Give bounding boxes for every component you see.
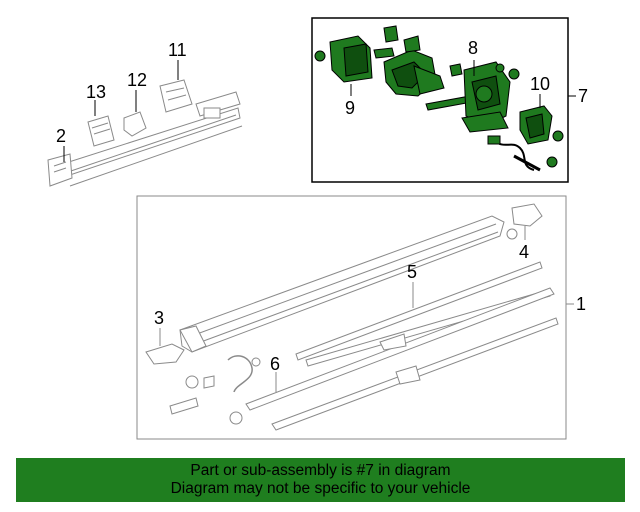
callout-12: 12 <box>127 70 147 90</box>
part-11-clip <box>159 79 193 113</box>
running-board <box>179 215 505 353</box>
upper-rail-group <box>47 91 243 187</box>
callout-6: 6 <box>270 354 280 374</box>
callout-13: 13 <box>86 82 106 102</box>
part-13-module <box>87 115 115 147</box>
parts-diagram: 2 13 12 11 7 <box>47 17 588 440</box>
motor-subassembly-parts <box>314 25 564 172</box>
callout-11: 11 <box>168 40 187 60</box>
banner-line-1: Part or sub-assembly is #7 in diagram <box>190 462 451 479</box>
banner-line-2: Diagram may not be specific to your vehi… <box>170 480 471 497</box>
assembly-1-box <box>136 195 567 440</box>
callout-1: 1 <box>576 294 586 314</box>
callout-3: 3 <box>154 308 164 328</box>
callout-5: 5 <box>407 262 417 282</box>
callout-2: 2 <box>56 126 66 146</box>
rails-lower <box>245 261 559 431</box>
callout-4: 4 <box>519 242 529 262</box>
callout-9: 9 <box>345 98 355 118</box>
callout-7: 7 <box>578 86 588 106</box>
end-caps-and-fasteners <box>145 203 543 425</box>
part-12-bracket <box>123 111 147 137</box>
callout-10: 10 <box>530 74 550 94</box>
callout-8: 8 <box>468 38 478 58</box>
info-banner: Part or sub-assembly is #7 in diagram Di… <box>16 458 625 502</box>
